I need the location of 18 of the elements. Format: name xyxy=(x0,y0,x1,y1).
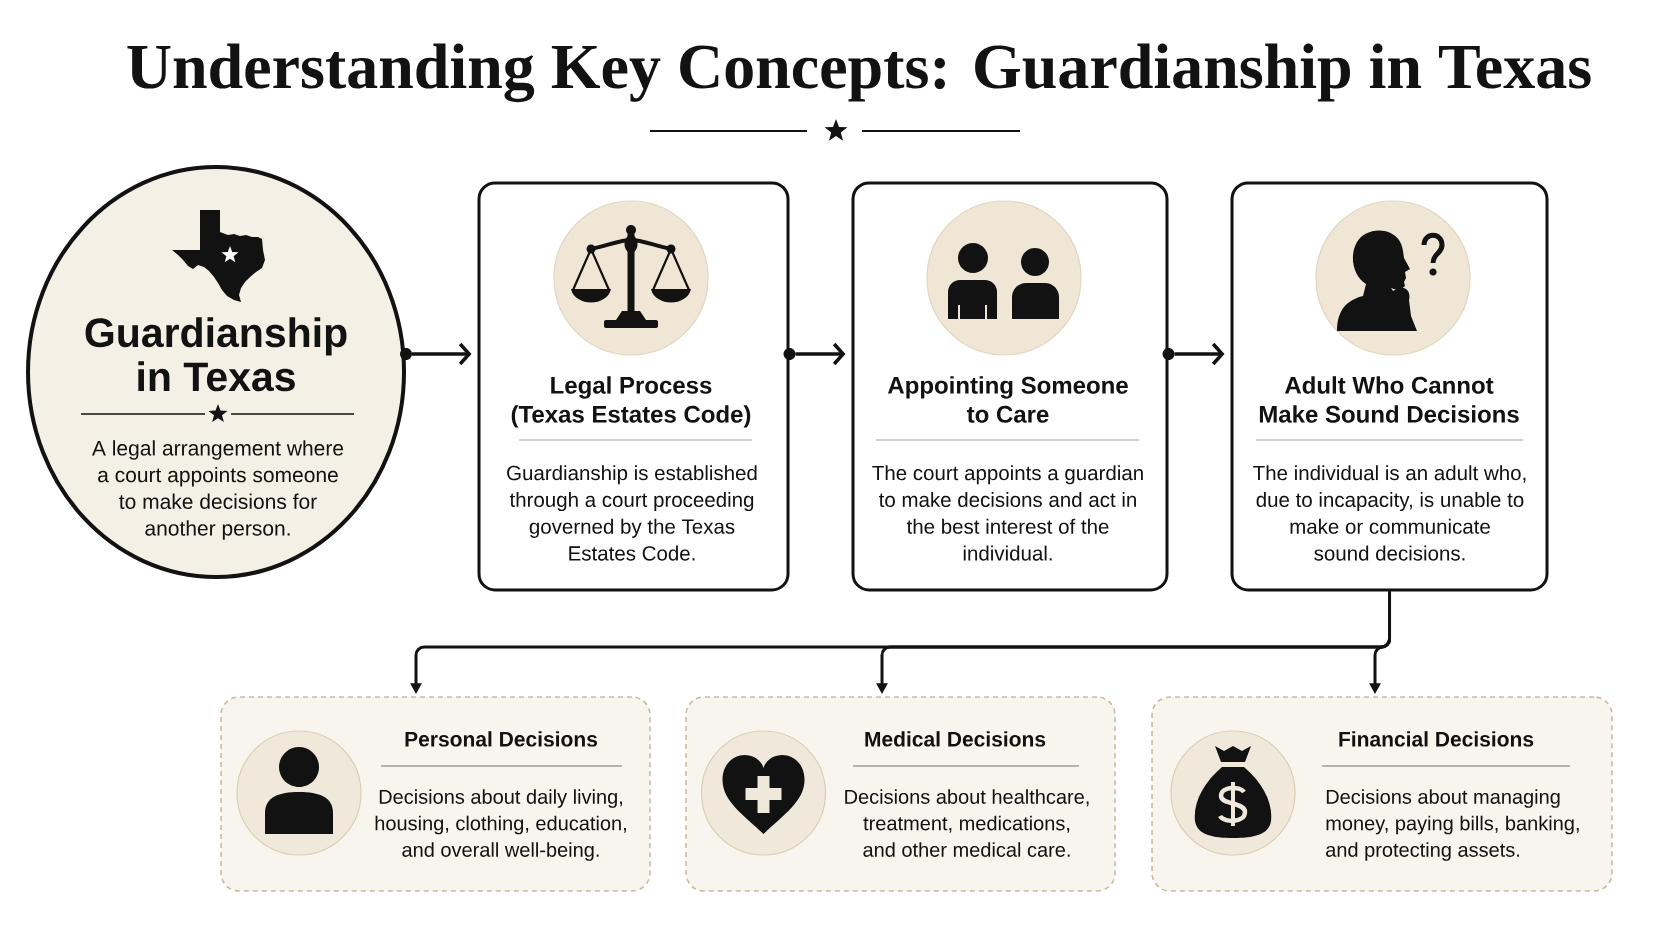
description: Decisions about healthcare, treatment, medications, and other medical care. xyxy=(845,789,1089,857)
description: The court appoints a guardian to make decisions and act in the best interest of the individual. xyxy=(872,465,1143,561)
heading: Guardianship in Texas xyxy=(85,317,347,392)
description: Guardianship is established through a court proceeding governed by the Texas Estates Code. xyxy=(507,465,757,561)
arrow xyxy=(1174,342,1225,366)
description: Decisions about managing money, paying bills, banking, and protecting assets. xyxy=(1326,789,1579,861)
arrow xyxy=(412,342,472,366)
arrow xyxy=(795,342,846,366)
description: A legal arrangement where a court appoints someone to make decisions for another person. xyxy=(92,440,344,540)
description: The individual is an adult who, due to incapacity, is unable to make or communicate sound decisions. xyxy=(1253,465,1526,561)
heading: Financial Decisions xyxy=(1339,731,1534,747)
heading: Legal Process (Texas Estates Code) xyxy=(511,376,751,428)
description: Decisions about daily living, housing, clothing, education, and overall well-being. xyxy=(375,789,626,861)
heading: Personal Decisions xyxy=(405,731,597,747)
title: Understanding Key Concepts: Guardianship in Texas xyxy=(127,43,1591,103)
heading: Medical Decisions xyxy=(865,731,1046,747)
heading: Adult Who Cannot Make Sound Decisions xyxy=(1259,376,1519,423)
heading: Appointing Someone to Care xyxy=(887,376,1128,423)
